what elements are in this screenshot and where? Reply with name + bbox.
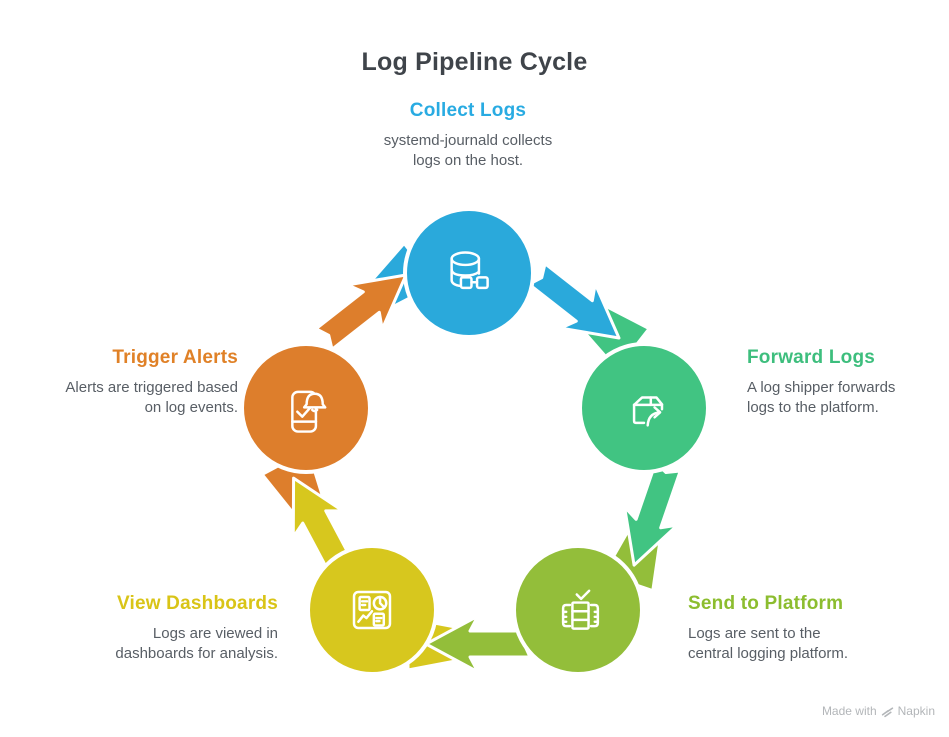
page-title: Log Pipeline Cycle — [361, 48, 588, 76]
node-description-trigger-alerts: Alerts are triggered based on log events… — [65, 379, 238, 416]
napkin-logo-icon — [881, 706, 893, 717]
node-text-view-dashboards: View Dashboards Logs are viewed in dashb… — [38, 593, 278, 664]
package-forward-icon — [632, 396, 664, 427]
node-description-view-dashboards: Logs are viewed in dashboards for analys… — [115, 625, 278, 662]
node-description-send-to-platform: Logs are sent to the central logging pla… — [688, 625, 849, 662]
made-with-napkin-badge[interactable]: Made with Napkin — [822, 704, 935, 718]
node-circle-collect-logs — [403, 207, 535, 339]
node-text-send-to-platform: Send to Platform Logs are sent to the ce… — [688, 593, 923, 664]
dashboard-grid-icon — [352, 590, 392, 630]
watermark-brand: Napkin — [897, 704, 935, 718]
node-circle-send-to-platform — [512, 544, 644, 676]
phone-alert-bell-icon — [291, 390, 327, 433]
node-circle-view-dashboards — [306, 544, 438, 676]
node-label-forward-logs: Forward Logs — [747, 347, 876, 368]
node-text-trigger-alerts: Trigger Alerts Alerts are triggered base… — [8, 347, 238, 418]
watermark-prefix: Made with — [821, 704, 877, 718]
node-description-collect-logs: systemd-journald collects logs on the ho… — [383, 132, 553, 169]
node-text-forward-logs: Forward Logs A log shipper forwards logs… — [747, 347, 942, 418]
node-description-forward-logs: A log shipper forwards logs to the platf… — [747, 379, 896, 416]
node-label-trigger-alerts: Trigger Alerts — [112, 347, 238, 368]
node-label-collect-logs: Collect Logs — [409, 100, 527, 121]
server-check-icon — [561, 589, 600, 630]
database-icon — [450, 251, 489, 290]
node-circle-forward-logs — [578, 342, 710, 474]
node-circle-trigger-alerts — [240, 342, 372, 474]
node-label-send-to-platform: Send to Platform — [688, 593, 844, 614]
node-label-view-dashboards: View Dashboards — [116, 593, 278, 614]
node-text-collect-logs: Collect Logs systemd-journald collects l… — [293, 100, 643, 171]
